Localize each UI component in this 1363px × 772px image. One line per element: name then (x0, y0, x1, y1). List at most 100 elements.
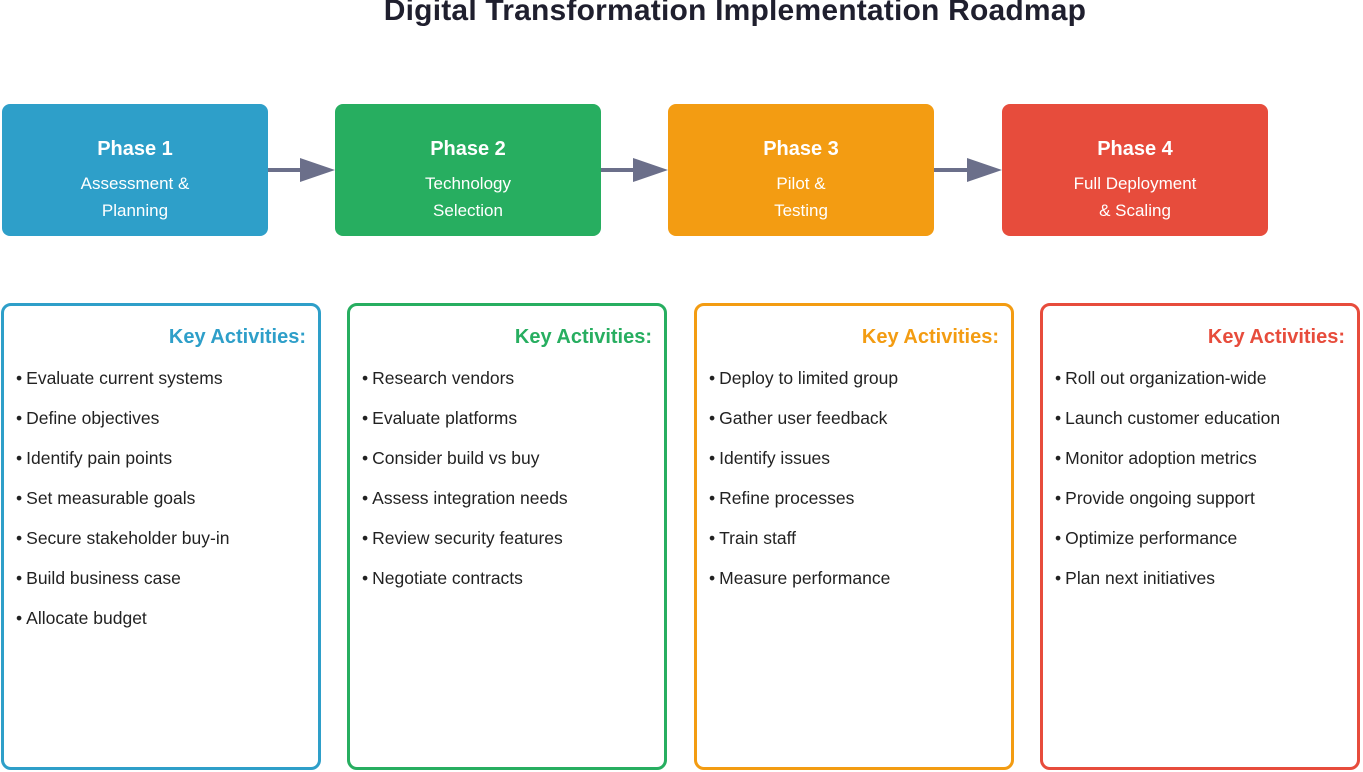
activity-text: Review security features (372, 528, 563, 548)
bullet-marker: • (362, 408, 369, 428)
activity-text: Deploy to limited group (719, 368, 899, 388)
bullet-marker: • (709, 448, 716, 468)
phase-3-activities-panel: Key Activities: •Deploy to limited group… (694, 303, 1014, 770)
phase-4-name: Phase 4 (1097, 138, 1173, 160)
activity-text: Monitor adoption metrics (1065, 448, 1257, 468)
activity-item: •Refine processes (709, 488, 1003, 528)
activity-item: •Secure stakeholder buy-in (16, 528, 310, 568)
activity-text: Provide ongoing support (1065, 488, 1255, 508)
activity-item: •Identify issues (709, 448, 1003, 488)
activities-list: •Evaluate current systems•Define objecti… (16, 368, 310, 648)
phase-3-subtitle-line-1: Pilot & (776, 174, 826, 193)
phase-1-subtitle-line-1: Assessment & (80, 174, 190, 193)
activity-text: Build business case (26, 568, 181, 588)
activity-text: Identify issues (719, 448, 831, 468)
activities-list: •Roll out organization-wide•Launch custo… (1055, 368, 1349, 608)
bullet-marker: • (1055, 368, 1062, 388)
activity-text: Set measurable goals (26, 488, 196, 508)
activity-item: •Allocate budget (16, 608, 310, 648)
activity-text: Refine processes (719, 488, 855, 508)
bullet-marker: • (709, 528, 716, 548)
activity-text: Roll out organization-wide (1065, 368, 1267, 388)
phase-2-subtitle-line-1: Technology (424, 174, 511, 193)
activity-text: Allocate budget (26, 608, 147, 628)
arrow-phase-1-to-2 (268, 158, 335, 182)
page-title: Digital Transformation Implementation Ro… (383, 0, 1087, 27)
arrow-phase-2-to-3 (601, 158, 668, 182)
activity-item: •Monitor adoption metrics (1055, 448, 1349, 488)
activity-text: Negotiate contracts (372, 568, 523, 588)
bullet-marker: • (16, 408, 23, 428)
activity-text: Define objectives (26, 408, 160, 428)
activity-text: Launch customer education (1065, 408, 1281, 428)
activity-text: Evaluate current systems (26, 368, 223, 388)
bullet-marker: • (709, 488, 716, 508)
activity-item: •Assess integration needs (362, 488, 656, 528)
activity-item: •Build business case (16, 568, 310, 608)
activity-item: •Optimize performance (1055, 528, 1349, 568)
bullet-marker: • (16, 488, 23, 508)
phase-1-activities-panel: Key Activities: •Evaluate current system… (1, 303, 321, 770)
activity-text: Plan next initiatives (1065, 568, 1215, 588)
phase-2-box: Phase 2 Technology Selection (335, 104, 601, 236)
activity-item: •Identify pain points (16, 448, 310, 488)
activity-item: •Launch customer education (1055, 408, 1349, 448)
phase-3-box: Phase 3 Pilot & Testing (668, 104, 934, 236)
activity-item: •Train staff (709, 528, 1003, 568)
activity-text: Train staff (719, 528, 796, 548)
bullet-marker: • (1055, 488, 1062, 508)
bullet-marker: • (1055, 448, 1062, 468)
phase-4-box: Phase 4 Full Deployment & Scaling (1002, 104, 1268, 236)
bullet-marker: • (16, 528, 23, 548)
activity-item: •Roll out organization-wide (1055, 368, 1349, 408)
activities-list: •Research vendors•Evaluate platforms•Con… (362, 368, 656, 608)
bullet-marker: • (709, 408, 716, 428)
activity-item: •Define objectives (16, 408, 310, 448)
activity-item: •Set measurable goals (16, 488, 310, 528)
bullet-marker: • (16, 568, 23, 588)
phase-4-subtitle-line-2: & Scaling (1099, 201, 1171, 220)
activity-item: •Review security features (362, 528, 656, 568)
activity-text: Secure stakeholder buy-in (26, 528, 230, 548)
activity-text: Consider build vs buy (372, 448, 540, 468)
bullet-marker: • (362, 528, 369, 548)
activity-item: •Negotiate contracts (362, 568, 656, 608)
activity-item: •Research vendors (362, 368, 656, 408)
bullet-marker: • (362, 368, 369, 388)
phase-1-name: Phase 1 (97, 138, 173, 160)
activity-text: Research vendors (372, 368, 515, 388)
phase-3-name: Phase 3 (763, 138, 839, 160)
activity-item: •Plan next initiatives (1055, 568, 1349, 608)
activity-text: Measure performance (719, 568, 891, 588)
activity-item: •Consider build vs buy (362, 448, 656, 488)
activity-text: Identify pain points (26, 448, 173, 468)
activity-text: Assess integration needs (372, 488, 568, 508)
bullet-marker: • (16, 368, 23, 388)
phase-4-subtitle-line-1: Full Deployment (1073, 174, 1197, 193)
key-activities-heading: Key Activities: (168, 326, 306, 348)
phase-2-subtitle-line-2: Selection (433, 201, 503, 220)
activity-item: •Evaluate current systems (16, 368, 310, 408)
bullet-marker: • (362, 568, 369, 588)
bullet-marker: • (16, 448, 23, 468)
bullet-marker: • (16, 608, 23, 628)
phase-3-subtitle-line-2: Testing (774, 201, 828, 220)
activity-text: Gather user feedback (719, 408, 888, 428)
phase-4-activities-panel: Key Activities: •Roll out organization-w… (1040, 303, 1360, 770)
phase-2-name: Phase 2 (430, 138, 506, 160)
activity-text: Evaluate platforms (372, 408, 518, 428)
activity-item: •Evaluate platforms (362, 408, 656, 448)
activity-item: •Gather user feedback (709, 408, 1003, 448)
phase-1-subtitle-line-2: Planning (101, 201, 169, 220)
bullet-marker: • (709, 368, 716, 388)
activity-text: Optimize performance (1065, 528, 1238, 548)
activity-item: •Measure performance (709, 568, 1003, 608)
key-activities-heading: Key Activities: (514, 326, 652, 348)
bullet-marker: • (1055, 408, 1062, 428)
key-activities-heading: Key Activities: (1207, 326, 1345, 348)
bullet-marker: • (362, 448, 369, 468)
key-activities-heading: Key Activities: (861, 326, 999, 348)
activity-item: •Deploy to limited group (709, 368, 1003, 408)
arrow-phase-3-to-4 (934, 158, 1002, 182)
phase-2-activities-panel: Key Activities: •Research vendors•Evalua… (347, 303, 667, 770)
